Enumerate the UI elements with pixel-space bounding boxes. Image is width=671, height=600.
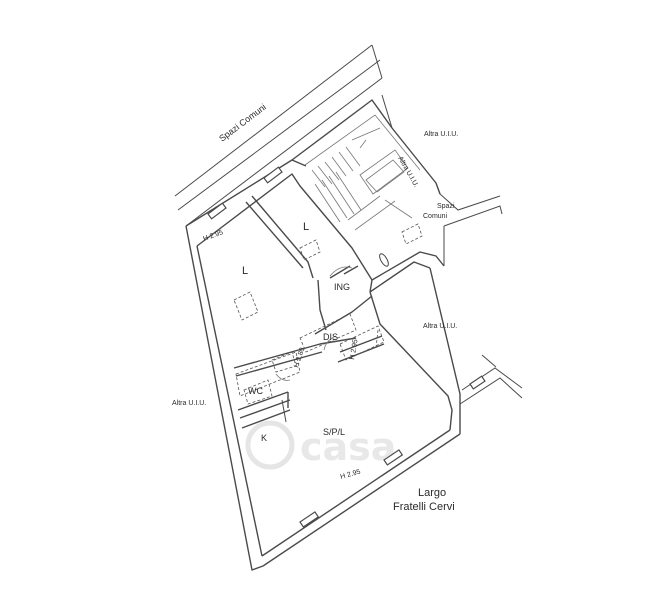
altra-uiu-top-right-label: Altra U.I.U.	[424, 131, 458, 138]
spazi-comuni-top-label: Spazi Comuni	[217, 102, 268, 144]
altra-uiu-left-label: Altra U.I.U.	[172, 400, 206, 407]
altra-uiu-right-label: Altra U.I.U.	[423, 323, 457, 330]
height-top-left: H 2.95	[202, 229, 224, 243]
room-label-living-right: L	[303, 221, 309, 233]
doors	[275, 253, 389, 381]
room-label-living-left: L	[242, 265, 248, 277]
interior-partitions	[233, 195, 385, 429]
casa-watermark: casa	[245, 420, 396, 470]
street-label-line1: Largo	[418, 487, 446, 499]
spazi-comuni-small-label-1: Spazi	[437, 203, 455, 210]
room-label-kitchen: K	[261, 433, 267, 443]
height-bottom: H 2.95	[340, 468, 362, 480]
staircase	[291, 94, 441, 231]
fixtures	[233, 223, 423, 405]
room-label-storage: S/P/L	[323, 427, 345, 437]
apartment-walls	[185, 159, 523, 571]
windows	[207, 166, 486, 528]
room-label-entrance: ING	[334, 282, 350, 292]
altra-uiu-stair-label: Altra U.I.U.	[396, 156, 419, 189]
height-dis: H 2.95	[349, 339, 359, 361]
height-wc: H 2.80	[293, 347, 306, 369]
room-label-wc: WC	[248, 386, 263, 396]
common-space-band	[174, 44, 383, 227]
street-label-line2: Fratelli Cervi	[393, 501, 455, 513]
spazi-comuni-small-label-2: Comuni	[423, 213, 448, 220]
room-label-hallway: DIS	[323, 332, 338, 342]
watermark-text: casa	[300, 425, 396, 469]
